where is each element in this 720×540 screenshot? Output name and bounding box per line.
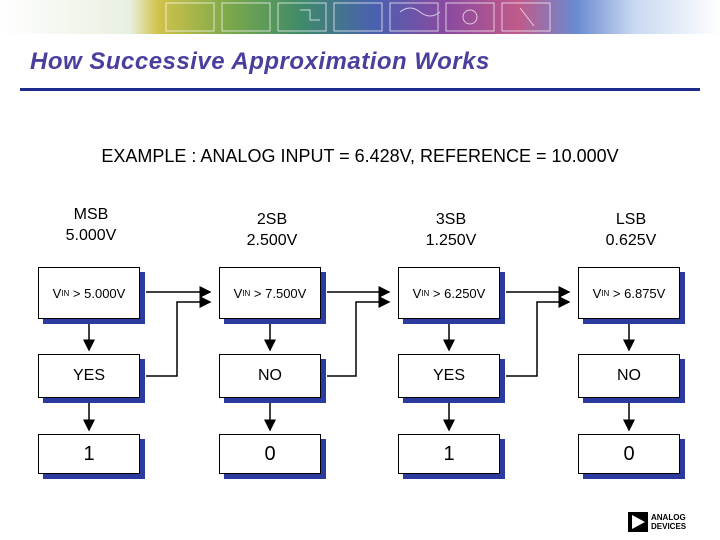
vin-subscript: IN (242, 288, 251, 298)
arrow-dec3-cmp4 (506, 296, 571, 377)
bit-name: LSB (615, 211, 647, 228)
title-underline (20, 88, 700, 91)
bit-name: MSB (73, 206, 109, 223)
bit-label-3sb: 3SB 1.250V (400, 209, 502, 251)
bit-weight: 0.625V (605, 232, 657, 249)
bit-weight: 1.250V (425, 232, 477, 249)
header-banner (0, 0, 720, 34)
result-bit-box-3: 1 (398, 434, 500, 474)
logo-line-1: ANALOG (651, 513, 686, 522)
vin-symbol: V (412, 285, 422, 301)
vin-subscript: IN (421, 288, 430, 298)
result-bit-box-4: 0 (578, 434, 680, 474)
comparison-threshold: > 7.500V (250, 285, 307, 301)
arrow-dec2-cmp3 (327, 296, 391, 377)
bit-label-msb: MSB 5.000V (40, 204, 142, 246)
bit-label-2sb: 2SB 2.500V (221, 209, 323, 251)
example-caption: EXAMPLE : ANALOG INPUT = 6.428V, REFEREN… (101, 146, 619, 166)
analog-devices-logo: ANALOG DEVICES (628, 512, 686, 532)
logo-line-2: DEVICES (651, 522, 687, 531)
vin-subscript: IN (601, 288, 610, 298)
arrow-dec1-cmp2 (146, 296, 212, 377)
comparison-threshold: > 6.250V (429, 285, 486, 301)
bit-name: 2SB (256, 211, 288, 228)
bit-weight: 5.000V (65, 227, 117, 244)
bit-label-lsb: LSB 0.625V (580, 209, 682, 251)
bit-name: 3SB (435, 211, 467, 228)
comparison-threshold: > 5.000V (69, 285, 126, 301)
result-bit-box-2: 0 (219, 434, 321, 474)
bit-weight: 2.500V (246, 232, 298, 249)
vin-symbol: V (52, 285, 62, 301)
decision-box-4: NO (578, 354, 680, 398)
vin-subscript: IN (61, 288, 70, 298)
comparison-threshold: > 6.875V (609, 285, 666, 301)
decision-box-2: NO (219, 354, 321, 398)
vin-symbol: V (592, 285, 602, 301)
logo-text: ANALOG DEVICES (651, 513, 686, 531)
page-title: How Successive Approximation Works (30, 48, 490, 75)
result-bit-box-1: 1 (38, 434, 140, 474)
decision-box-3: YES (398, 354, 500, 398)
vin-symbol: V (233, 285, 243, 301)
logo-triangle-icon (628, 512, 648, 532)
decision-box-1: YES (38, 354, 140, 398)
